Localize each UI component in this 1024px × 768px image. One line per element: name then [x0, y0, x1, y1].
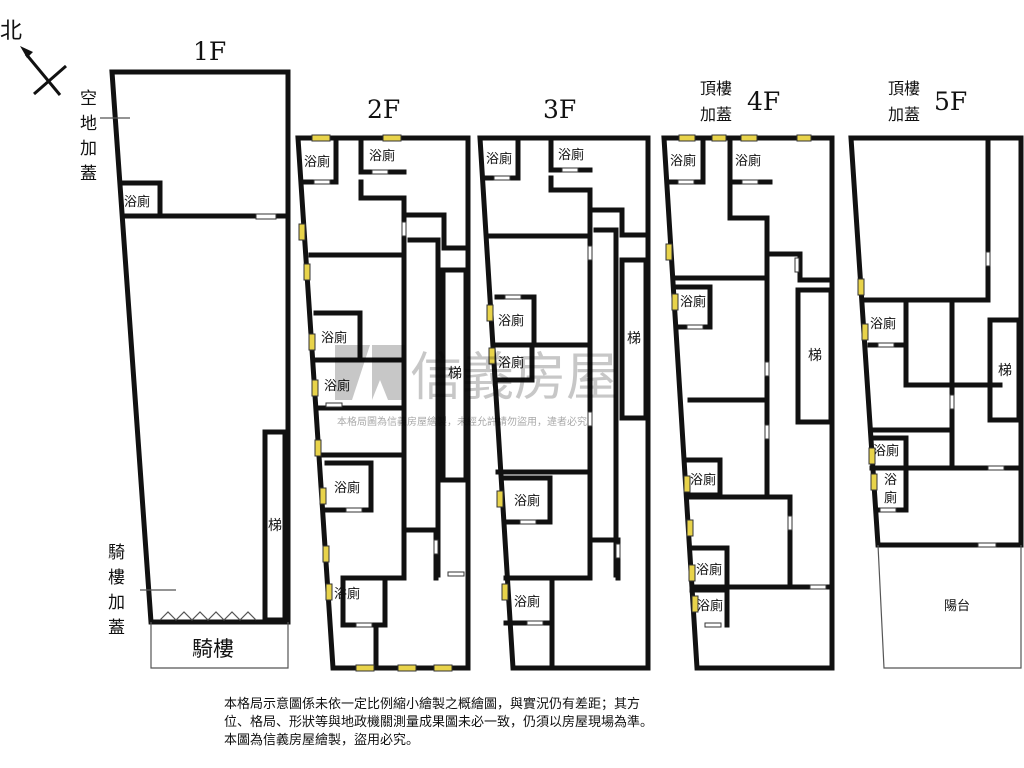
floor-2f-label: 2F	[367, 95, 400, 124]
floor-4f: 頂樓 加蓋 4F 浴廁 浴廁 浴廁 浴廁 浴廁 浴廁 梯	[661, 79, 835, 671]
5f-doors	[877, 251, 1005, 548]
3f-bath-label-1: 浴廁	[486, 151, 512, 167]
watermark: 信義房屋 本格局圖為信義房屋繪製，未經允許請勿盜用，違者必究	[335, 345, 618, 428]
svg-text:空: 空	[80, 89, 97, 109]
disclaimer-line-1: 本格局示意圖係未依一定比例縮小繪製之概繪圖，與實況仍有差距；其方	[224, 697, 641, 712]
5f-windows	[857, 278, 878, 491]
floor-1f-label: 1F	[193, 37, 226, 66]
3f-stairs-label: 梯	[627, 331, 641, 347]
2f-stairs-label: 梯	[448, 366, 462, 382]
5f-bath-char-1: 浴	[884, 473, 897, 488]
2f-bath-label-3: 浴廁	[321, 330, 347, 346]
floor-2f: 2F 浴廁 浴廁 浴廁 浴廁 浴廁 浴廁 梯	[295, 95, 471, 672]
3f-doors	[493, 167, 621, 626]
floor-1f: 1F 浴廁 梯 騎樓	[100, 37, 291, 669]
3f-windows	[486, 304, 509, 601]
3f-bath-label-5: 浴廁	[514, 493, 540, 509]
floor-5f-label: 5F	[934, 87, 967, 116]
2f-bath-label-5: 浴廁	[334, 480, 360, 496]
brand-logo-icon	[335, 345, 405, 400]
svg-text:地: 地	[80, 114, 97, 134]
3f-bath-label-6: 浴廁	[514, 594, 540, 610]
4f-bath-label-3: 浴廁	[680, 294, 706, 310]
svg-text:樓: 樓	[108, 568, 125, 588]
4f-bath-label-5: 浴廁	[696, 562, 722, 578]
watermark-caption: 本格局圖為信義房屋繪製，未經允許請勿盜用，違者必究	[337, 415, 587, 428]
svg-text:蓋: 蓋	[108, 618, 125, 638]
4f-bath-label-4: 浴廁	[690, 472, 716, 488]
svg-text:加: 加	[108, 593, 125, 613]
floor-3f: 3F 浴廁 浴廁 浴廁 浴廁 浴廁 浴廁 梯	[477, 95, 651, 671]
2f-bath-label-6: 浴廁	[334, 586, 360, 602]
side-label-vacant-land: 空 地 加 蓋	[80, 89, 97, 184]
disclaimer-text: 本格局示意圖係未依一定比例縮小繪製之概繪圖，與實況仍有差距；其方 位、格局、形狀…	[224, 696, 824, 750]
5f-note-line1: 頂樓	[888, 79, 920, 98]
watermark-brand: 信義房屋	[410, 348, 618, 408]
4f-bath-label-2: 浴廁	[735, 153, 761, 169]
4f-note-line1: 頂樓	[700, 79, 732, 98]
side-label-arcade-extension: 騎 樓 加 蓋	[108, 543, 125, 638]
5f-balcony-label: 陽台	[944, 599, 970, 614]
svg-text:騎: 騎	[108, 543, 125, 563]
5f-bath-label-1: 浴廁	[870, 316, 896, 332]
1f-arcade-label: 騎樓	[192, 637, 234, 661]
north-arrow-icon	[20, 46, 67, 96]
1f-bath-label: 浴廁	[124, 194, 150, 210]
svg-text:加: 加	[80, 139, 97, 159]
2f-bath-label-4: 浴廁	[324, 378, 350, 394]
5f-bath-label-2: 浴廁	[873, 443, 899, 459]
disclaimer-line-2: 位、格局、形狀等與地政機關測量成果圖未必一致，仍須以房屋現場為準。	[224, 715, 654, 730]
2f-bath-label-1: 浴廁	[304, 154, 330, 170]
disclaimer-line-3: 本圖為信義房屋繪製，盜用必究。	[224, 733, 420, 748]
2f-windows	[298, 134, 453, 672]
4f-windows	[665, 134, 812, 613]
compass-label: 北	[0, 19, 22, 44]
4f-note-line2: 加蓋	[700, 105, 732, 124]
4f-bath-label-1: 浴廁	[670, 153, 696, 169]
1f-stairs-label: 梯	[268, 518, 282, 534]
floor-3f-label: 3F	[543, 95, 576, 124]
3f-bath-label-3: 浴廁	[498, 313, 524, 329]
4f-stairs-label: 梯	[808, 348, 822, 364]
3f-bath-label-2: 浴廁	[558, 147, 584, 163]
3f-bath-label-4: 浴廁	[498, 355, 524, 371]
floor-4f-label: 4F	[747, 87, 780, 116]
2f-bath-label-2: 浴廁	[369, 148, 395, 164]
5f-note-line2: 加蓋	[888, 105, 920, 124]
svg-text:蓋: 蓋	[80, 164, 97, 184]
5f-bath-char-2: 廁	[884, 490, 897, 506]
2f-doors	[313, 169, 465, 628]
floor-5f: 頂樓 加蓋 5F 浴廁 浴廁 浴 廁 梯 陽台	[848, 79, 1024, 669]
4f-doors	[677, 179, 827, 628]
4f-bath-label-6: 浴廁	[697, 598, 723, 614]
5f-stairs-label: 梯	[998, 363, 1012, 379]
